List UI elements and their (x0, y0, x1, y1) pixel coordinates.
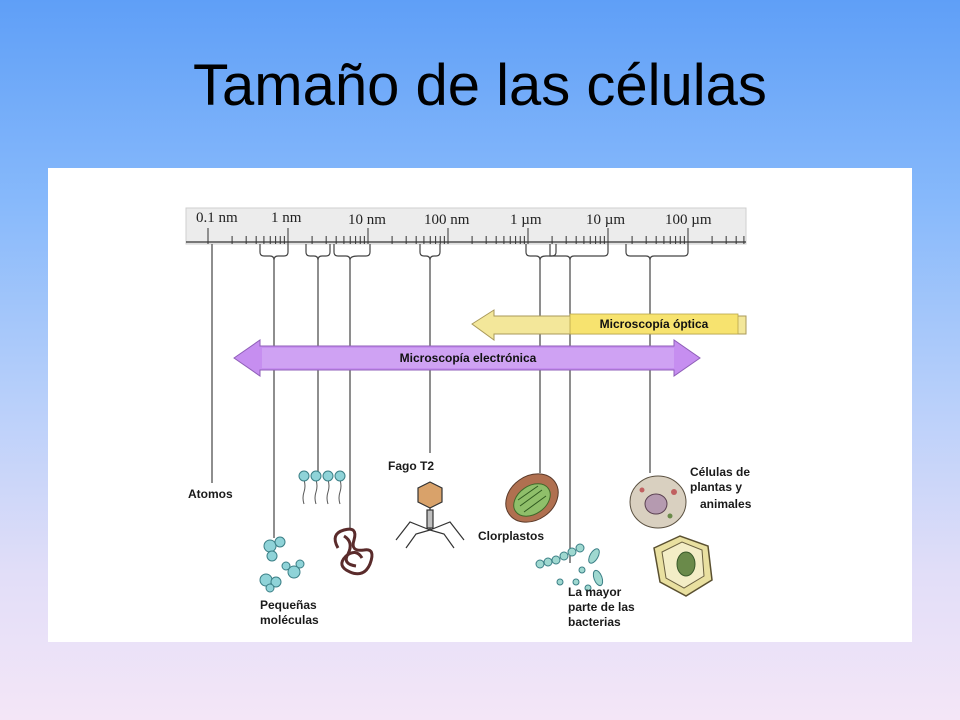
slide-title: Tamaño de las células (193, 53, 767, 118)
cells-label-line2: plantas y (690, 480, 742, 494)
tick-label-100um: 100 µm (665, 212, 712, 228)
lipid-illustration (298, 470, 346, 505)
electron-microscopy-label: Microscopía electrónica (400, 351, 537, 365)
bacteria-label-line3: bacterias (568, 615, 621, 629)
scale-ruler: 0.1 nm 1 nm 10 nm 100 nm 1 µm 10 µm 100 … (185, 207, 747, 245)
tick-label-10nm: 10 nm (348, 212, 386, 228)
bacteria-label-line2: parte de las (568, 600, 635, 614)
cells-label-line1: Células de (690, 465, 750, 479)
chloroplast-illustration (505, 473, 559, 523)
tick-label-1nm: 1 nm (271, 210, 302, 226)
size-diagram-panel: 0.1 nm 1 nm 10 nm 100 nm 1 µm 10 µm 100 … (48, 168, 912, 642)
tick-label-10um: 10 µm (586, 212, 625, 228)
tick-label-0-1nm: 0.1 nm (196, 210, 238, 226)
tick-label-1um: 1 µm (510, 212, 542, 228)
plant-cell-illustration (653, 535, 713, 597)
bacteria-label-line1: La mayor (568, 585, 622, 599)
atoms-label: Atomos (188, 487, 233, 501)
phage-illustration (395, 481, 465, 549)
leader-lines (211, 244, 689, 563)
small-molecules-illustration (259, 536, 305, 593)
small-molecules-label-line2: moléculas (260, 613, 319, 627)
phage-label: Fago T2 (388, 459, 434, 473)
cells-label-line3: animales (700, 497, 752, 511)
optical-microscopy-label: Microscopía óptica (600, 317, 709, 331)
animal-cell-illustration (629, 475, 687, 529)
small-molecules-label-line1: Pequeñas (260, 598, 317, 612)
protein-illustration (333, 527, 374, 576)
optical-microscopy-band: Microscopía óptica (471, 309, 747, 341)
size-diagram: 0.1 nm 1 nm 10 nm 100 nm 1 µm 10 µm 100 … (185, 207, 752, 629)
bacteria-illustration (535, 543, 604, 592)
tick-label-100nm: 100 nm (424, 212, 470, 228)
chloroplasts-label: Clorplastos (478, 529, 544, 543)
electron-microscopy-band: Microscopía electrónica (233, 339, 701, 377)
